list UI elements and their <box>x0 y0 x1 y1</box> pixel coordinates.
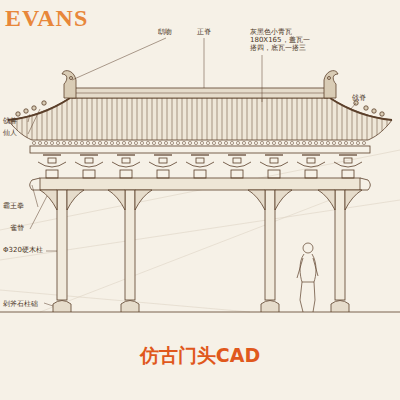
material-note: 灰黑色小青瓦180X165，盖瓦一搭四，底瓦一搭三 <box>250 28 316 52</box>
brand-logo: EVANS <box>5 6 88 30</box>
part-label: 剁斧石柱础 <box>3 300 38 308</box>
page-title: 仿古门头CAD <box>0 343 400 369</box>
part-label: 霸王拳 <box>3 202 24 210</box>
part-label: 正脊 <box>197 28 211 36</box>
part-label: Φ320硬木柱 <box>3 246 43 254</box>
part-label: 戗兽 <box>3 117 17 125</box>
part-label: 雀替 <box>10 224 24 232</box>
part-label: 仙人 <box>3 129 17 137</box>
part-label: 戗脊 <box>352 94 366 102</box>
part-label: 鸱吻 <box>158 28 172 36</box>
